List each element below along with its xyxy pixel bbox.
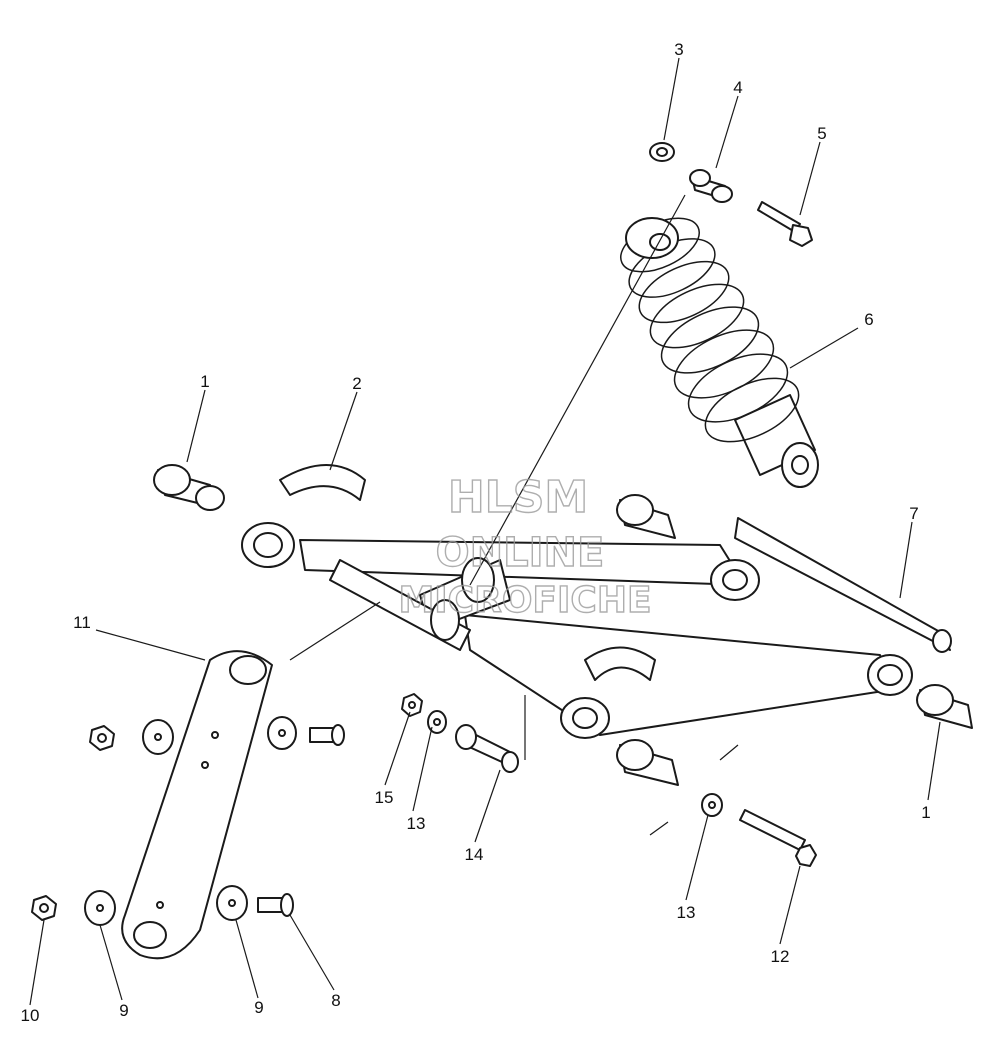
callout-3: 3 bbox=[674, 40, 683, 59]
callout-9-left: 9 bbox=[119, 1001, 128, 1020]
callout-8: 8 bbox=[331, 991, 340, 1010]
callouts: 3 4 5 6 1 2 7 11 15 13 14 1 13 12 10 9 9… bbox=[21, 40, 931, 1025]
callout-12: 12 bbox=[771, 947, 790, 966]
spacer-center bbox=[455, 724, 519, 773]
bolt-long bbox=[739, 809, 817, 867]
watermark-line-3: MICROFICHE bbox=[398, 580, 651, 621]
bolt-lower bbox=[257, 893, 294, 917]
leader-lines bbox=[29, 57, 941, 1006]
callout-11: 11 bbox=[73, 613, 91, 632]
shock-absorber bbox=[620, 217, 819, 488]
callout-4: 4 bbox=[733, 78, 742, 97]
callout-5: 5 bbox=[817, 124, 826, 143]
watermark-line-1: HLSM bbox=[448, 472, 588, 523]
callout-15: 15 bbox=[375, 788, 394, 807]
watermark-line-2: ONLINE bbox=[436, 530, 605, 576]
washer-lower-left bbox=[84, 890, 116, 926]
nut-upper bbox=[89, 725, 115, 751]
bushing-small bbox=[649, 142, 675, 162]
callout-13-right: 13 bbox=[677, 903, 696, 922]
callout-7: 7 bbox=[909, 504, 918, 523]
nut-lower bbox=[31, 895, 57, 921]
bushing-lower bbox=[616, 739, 679, 786]
nut-center bbox=[401, 693, 423, 717]
washer-bolt bbox=[701, 793, 723, 817]
washer-upper-left bbox=[142, 719, 174, 755]
link-arm bbox=[121, 650, 273, 960]
callout-6: 6 bbox=[864, 310, 873, 329]
callout-1-left: 1 bbox=[200, 372, 209, 391]
washer-center bbox=[427, 710, 447, 734]
pivot-shaft bbox=[734, 517, 952, 653]
callout-10: 10 bbox=[21, 1006, 40, 1025]
bushing-right bbox=[916, 684, 973, 729]
watermark: HLSM ONLINE MICROFICHE bbox=[398, 471, 652, 621]
callout-1-right: 1 bbox=[921, 803, 930, 822]
washer-upper-right bbox=[267, 716, 297, 750]
callout-13-center: 13 bbox=[407, 814, 426, 833]
spacer-sleeve bbox=[689, 169, 733, 203]
callout-2: 2 bbox=[352, 374, 361, 393]
callout-14: 14 bbox=[465, 845, 484, 864]
bolt-shock bbox=[757, 201, 813, 247]
callout-9-right: 9 bbox=[254, 998, 263, 1017]
bushing-left bbox=[153, 464, 225, 511]
bolt-upper bbox=[309, 724, 345, 746]
a-arm-frame bbox=[241, 464, 913, 739]
washer-lower-right bbox=[216, 885, 248, 921]
bushing-upper-right bbox=[616, 494, 676, 539]
